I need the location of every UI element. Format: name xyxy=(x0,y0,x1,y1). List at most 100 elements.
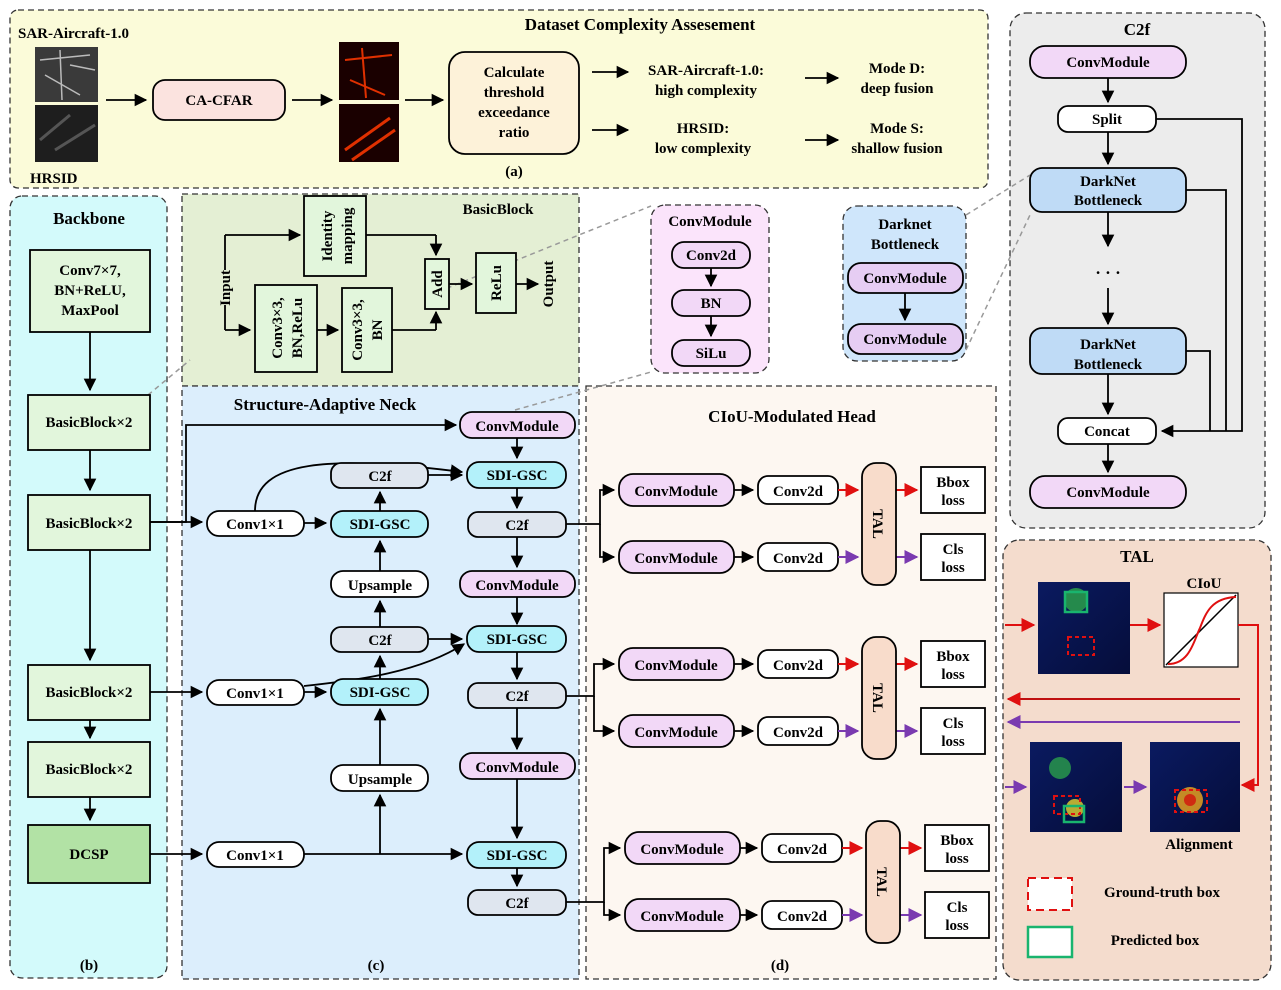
hrsid-result-label: HRSID: xyxy=(677,121,730,137)
basicblock-3 xyxy=(27,664,151,721)
c2f-convmodule-label: ConvModule xyxy=(1066,55,1150,71)
heat-spot xyxy=(1184,794,1196,806)
ciou-curve xyxy=(1167,596,1237,665)
sdi-label: SDI-GSC xyxy=(350,685,411,701)
head-conv2d-label: Conv2d xyxy=(777,909,828,925)
basicblock-input-label: Input xyxy=(218,270,234,306)
bbox-loss-label: Bbox xyxy=(936,649,970,665)
c2f-bottom-convmodule xyxy=(1029,475,1187,509)
upsample-label: Upsample xyxy=(348,578,413,594)
conv-bn-block xyxy=(341,287,393,373)
conv1-label: BN,ReLu xyxy=(290,298,306,358)
mode-d-label: Mode D: xyxy=(869,61,925,77)
backbone-caption: (b) xyxy=(80,958,98,974)
neck-convmodule-label: ConvModule xyxy=(475,760,559,776)
c2f-bottleneck-label: Bottleneck xyxy=(1074,357,1143,373)
cfar-result-texture xyxy=(344,116,396,162)
basicblock-label: BasicBlock×2 xyxy=(46,685,133,701)
legend-gt-swatch xyxy=(1027,877,1073,911)
c2f-skip-bn xyxy=(1186,350,1211,431)
c2f-label: C2f xyxy=(368,469,392,485)
basicblock-output-label: Output xyxy=(541,261,557,308)
head-conv2d-label: Conv2d xyxy=(777,842,828,858)
head-convmodule-label: ConvModule xyxy=(634,484,718,500)
sdi-label: SDI-GSC xyxy=(487,468,548,484)
alignment-label: Alignment xyxy=(1165,837,1233,853)
convmodule-detail-title: ConvModule xyxy=(668,214,752,230)
tal-block xyxy=(861,636,897,760)
identity-label: Identity xyxy=(320,210,336,261)
neck-caption: (c) xyxy=(368,958,385,974)
bbox-loss-label: loss xyxy=(941,493,965,509)
c2f-label: C2f xyxy=(505,518,529,534)
branch-1b xyxy=(599,524,616,564)
sdi-label: SDI-GSC xyxy=(487,632,548,648)
basicblock-label: BasicBlock×2 xyxy=(46,516,133,532)
bbox-loss-label: Bbox xyxy=(940,833,974,849)
heat-spot xyxy=(1064,588,1088,612)
darknet-convmodule-label: ConvModule xyxy=(863,271,947,287)
c2f-concat-label: Concat xyxy=(1084,424,1130,440)
tal-block xyxy=(865,820,901,944)
basicblock-label: BasicBlock×2 xyxy=(46,415,133,431)
stem-label: BN+ReLU, xyxy=(54,283,126,299)
hrsid-dataset-label: HRSID xyxy=(30,171,78,187)
tal-label: TAL xyxy=(869,683,885,713)
stem-label: MaxPool xyxy=(61,303,119,319)
bbox-loss-box xyxy=(920,466,986,514)
neck-title: Structure-Adaptive Neck xyxy=(234,395,417,414)
tal-heatmap-2 xyxy=(1030,742,1122,832)
darknet-detail-title: Darknet xyxy=(878,217,931,233)
heat-spot xyxy=(1049,757,1071,779)
branch-3b xyxy=(603,902,622,922)
bbox-loss-label: loss xyxy=(941,667,965,683)
bbox-loss-label: loss xyxy=(945,851,969,867)
panel-a-title: Dataset Complexity Assesement xyxy=(525,15,756,34)
cls-loss-label: Cls xyxy=(943,716,964,732)
conv2d-label: Conv2d xyxy=(686,248,737,264)
mode-d-label: deep fusion xyxy=(861,81,935,97)
tal-label: TAL xyxy=(869,509,885,539)
neck-upsample-1 xyxy=(330,570,429,598)
c2f-skip-b1 xyxy=(1186,189,1227,431)
mode-s-label: shallow fusion xyxy=(851,141,943,157)
legend-gt-label: Ground-truth box xyxy=(1104,885,1221,901)
panel-a-caption: (a) xyxy=(505,164,523,180)
silu-box xyxy=(671,339,751,367)
neck-sdi-2 xyxy=(330,678,429,706)
sar-result-label: SAR-Aircraft-1.0: xyxy=(648,63,764,79)
backbone-title: Backbone xyxy=(53,209,125,228)
calc-line: ratio xyxy=(499,125,530,141)
head-conv2d-label: Conv2d xyxy=(773,551,824,567)
cls-loss-label: loss xyxy=(941,734,965,750)
tal-detail-title: TAL xyxy=(1120,547,1154,566)
c2f-skip-split xyxy=(1156,118,1243,438)
dcsp-label: DCSP xyxy=(69,847,108,863)
zoom-line xyxy=(514,371,652,411)
relu-label: ReLu xyxy=(489,265,505,301)
zoom-line xyxy=(147,359,191,396)
head-convmodule-label: ConvModule xyxy=(640,842,724,858)
sar-dataset-label: SAR-Aircraft-1.0 xyxy=(18,26,129,42)
hrsid-result-label: low complexity xyxy=(655,141,752,157)
bbox-loss-box xyxy=(920,640,986,688)
darknet-convmodule-2 xyxy=(847,323,964,355)
branch-2b xyxy=(593,696,616,738)
tal-block xyxy=(861,462,897,586)
dcsp-block xyxy=(27,824,151,884)
c2f-bottleneck-label: DarkNet xyxy=(1080,337,1136,353)
sar-image-texture xyxy=(39,49,96,101)
tal-pred-box xyxy=(1063,590,1089,614)
bbox-loss-label: Bbox xyxy=(936,475,970,491)
c2f-convmodule-label: ConvModule xyxy=(1066,485,1150,501)
basicblock-1 xyxy=(27,394,151,451)
cacfar-label: CA-CFAR xyxy=(185,93,252,109)
cls-loss-box xyxy=(920,707,986,755)
cls-loss-label: Cls xyxy=(947,900,968,916)
cls-loss-box xyxy=(924,891,990,939)
sar-result-label: high complexity xyxy=(655,83,758,99)
curve-conv2-to-sdi-mid xyxy=(303,643,466,687)
c2f-split-label: Split xyxy=(1092,112,1122,128)
conv1x1-label: Conv1×1 xyxy=(226,686,284,702)
